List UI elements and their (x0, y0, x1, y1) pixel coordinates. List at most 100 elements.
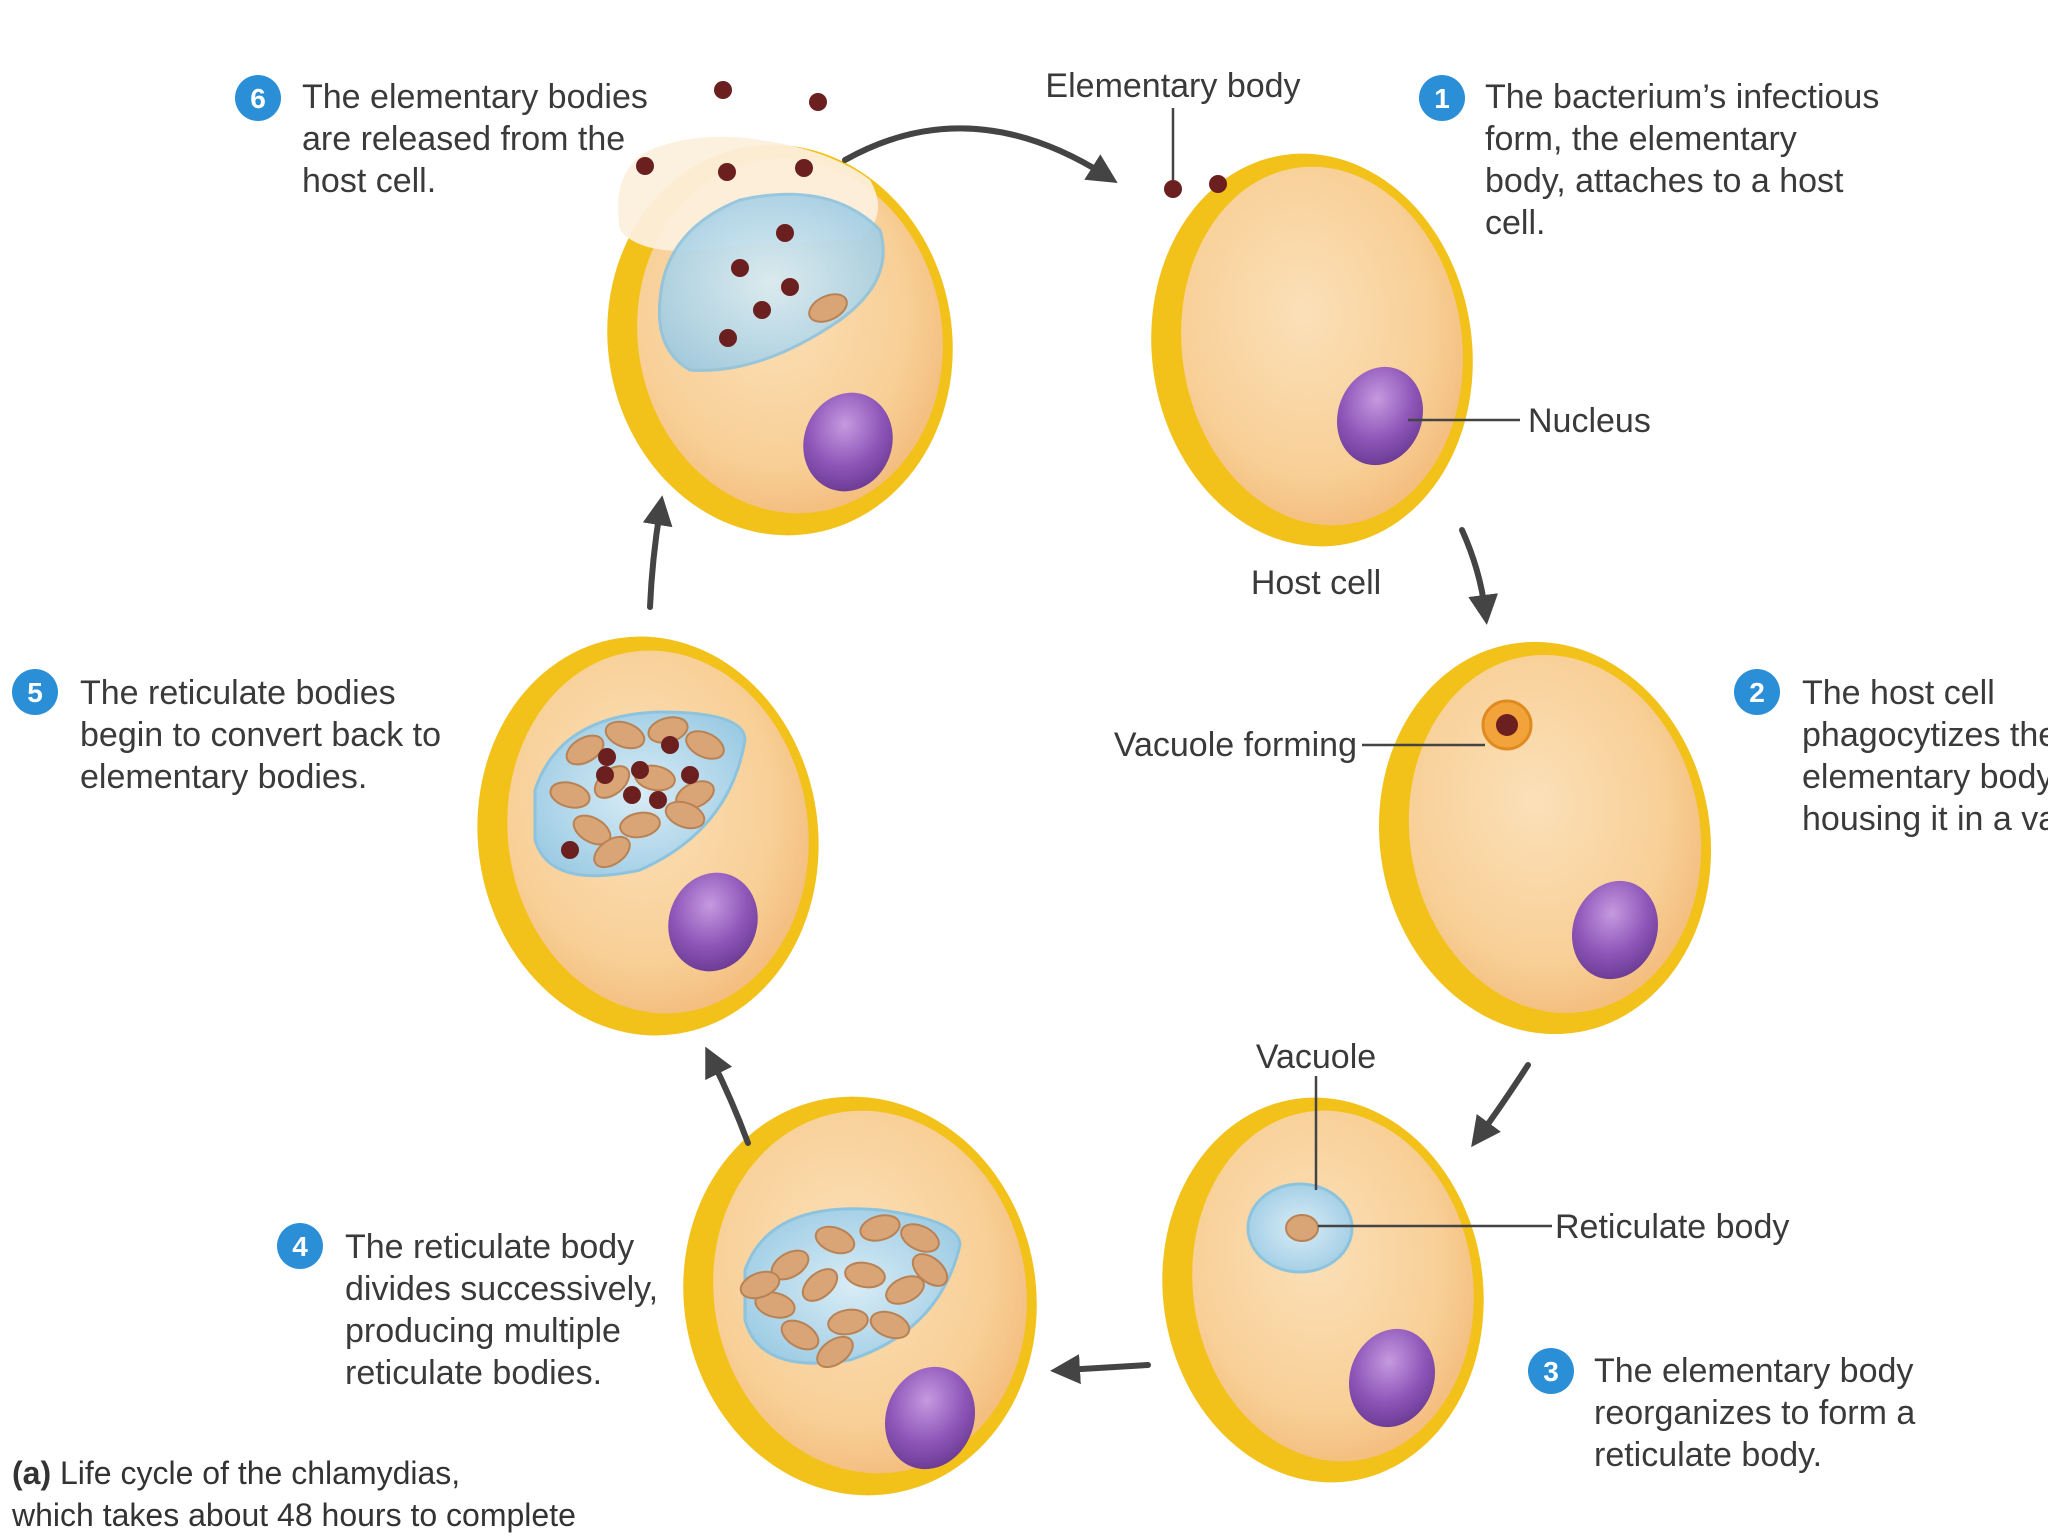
reticulate-body (549, 781, 591, 809)
elementary-body-in-vacuole (1496, 714, 1518, 736)
elementary-body (714, 81, 732, 99)
elementary-body (719, 329, 737, 347)
step-line: phagocytizes the (1802, 716, 2048, 754)
step-line: begin to convert back to (80, 716, 441, 754)
elementary-body (623, 786, 641, 804)
reticulate-body (844, 1261, 886, 1289)
reticulate-body (869, 1310, 911, 1340)
label-host-cell: Host cell (1251, 564, 1381, 602)
elementary-body (718, 163, 736, 181)
reticulate-bodies-5 (549, 716, 725, 869)
label-reticulate-body: Reticulate body (1555, 1208, 1789, 1246)
reticulate-body (739, 1270, 781, 1300)
step-line: producing multiple (345, 1312, 621, 1350)
host-cell-6 (607, 81, 953, 536)
nucleus-1 (1336, 366, 1424, 466)
nucleus-3 (1348, 1328, 1436, 1428)
elementary-body (776, 224, 794, 242)
reticulate-body (900, 1223, 940, 1253)
arrow-6-to-1 (842, 125, 1118, 183)
step-line: divides successively, (345, 1270, 658, 1308)
elementary-body-attached (1209, 175, 1227, 193)
step-badge (12, 669, 58, 715)
nucleus-2 (1571, 880, 1659, 980)
step-description: The elementary body reorganizes to form a… (1594, 1352, 1915, 1474)
arrow-4-to-5 (705, 1046, 751, 1146)
step-line: host cell. (302, 162, 436, 200)
step-number: 3 (1543, 1356, 1559, 1387)
step-line: The bacterium’s infectious (1485, 78, 1879, 116)
host-cell-1 (1151, 153, 1473, 547)
step-3: 3 The elementary body reorganizes to form … (1528, 1348, 1915, 1474)
step-description: The bacterium’s infectious form, the elem… (1485, 78, 1879, 242)
cycle-arrows (642, 125, 1531, 1385)
arrow-5-to-6 (642, 495, 673, 610)
host-cell-4 (683, 1096, 1037, 1496)
step-number: 4 (292, 1231, 308, 1262)
structure-labels: Elementary body Nucleus Host cell Vacuol… (1045, 67, 1789, 1246)
elementary-body (631, 761, 649, 779)
elementary-body (596, 766, 614, 784)
reticulate-body-6 (808, 293, 848, 323)
host-cell-3 (1162, 1097, 1484, 1483)
elementary-body (681, 766, 699, 784)
step-line: reticulate body. (1594, 1436, 1822, 1474)
elementary-body (781, 278, 799, 296)
reticulate-body (565, 734, 605, 766)
nucleus-5 (668, 872, 758, 972)
elementary-body (661, 736, 679, 754)
step-line: The reticulate body (345, 1228, 634, 1266)
host-cell-2 (1378, 641, 1712, 1035)
reticulate-body (754, 1291, 796, 1319)
step-badge (1734, 669, 1780, 715)
step-badge (1528, 1348, 1574, 1394)
reticulate-body (859, 1214, 901, 1242)
step-line: The elementary body (1594, 1352, 1913, 1390)
reticulate-body (780, 1319, 820, 1351)
figure-caption-line-1: (a) Life cycle of the chlamydias, (12, 1455, 460, 1491)
step-line: elementary bodies. (80, 758, 367, 796)
step-4: 4 The reticulate body divides successively… (277, 1223, 658, 1392)
reticulate-body (885, 1275, 925, 1305)
elementary-body (636, 157, 654, 175)
elementary-body (561, 841, 579, 859)
elementary-body (753, 301, 771, 319)
reticulate-body (911, 1253, 949, 1287)
reticulate-body-3 (1285, 1214, 1319, 1242)
reticulate-body (664, 800, 706, 830)
reticulate-body (814, 1225, 856, 1255)
reticulate-body (685, 730, 725, 760)
elementary-body (598, 748, 616, 766)
elementary-body (795, 159, 813, 177)
step-line: elementary body, (1802, 758, 2048, 796)
arrow-1-to-2 (1459, 527, 1499, 625)
step-line: body, attaches to a host (1485, 162, 1844, 200)
host-cell-5 (477, 636, 819, 1036)
step-line: reticulate bodies. (345, 1354, 602, 1392)
step-number: 6 (250, 83, 266, 114)
reticulate-body (827, 1308, 869, 1336)
elementary-body (731, 259, 749, 277)
elementary-body (649, 791, 667, 809)
reticulate-body (593, 835, 631, 869)
reticulate-body (619, 811, 661, 839)
label-vacuole: Vacuole (1256, 1038, 1376, 1076)
elementary-body (809, 93, 827, 111)
vacuole-6 (657, 192, 885, 372)
step-line: The elementary bodies (302, 78, 648, 116)
figure-caption-line-2: which takes about 48 hours to complete (11, 1497, 576, 1533)
label-vacuole-forming: Vacuole forming (1114, 726, 1357, 764)
step-line: The reticulate bodies (80, 674, 396, 712)
step-line: form, the elementary (1485, 120, 1797, 158)
step-badge (277, 1223, 323, 1269)
label-elementary-body: Elementary body (1045, 67, 1300, 105)
step-line: reorganizes to form a (1594, 1394, 1915, 1432)
